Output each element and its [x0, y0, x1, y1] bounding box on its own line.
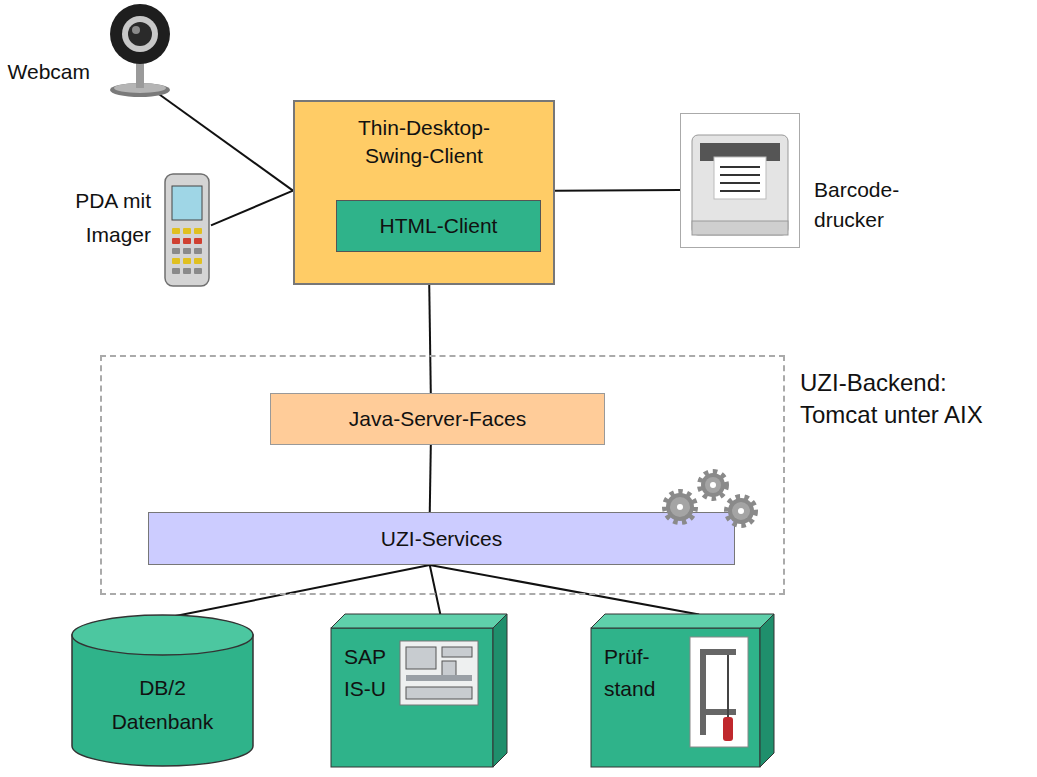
drawing-part: [760, 614, 774, 767]
node-label: Prüf- stand: [604, 641, 668, 705]
node-label: HTML-Client: [380, 212, 498, 240]
drawing-part: [331, 614, 507, 628]
drawing-part: [681, 114, 800, 248]
drawing-part: [700, 709, 736, 715]
drawing-part: [714, 157, 766, 199]
connector: [430, 565, 699, 615]
connector: [429, 285, 431, 393]
drawing-part: [406, 647, 436, 669]
pda-icon: PDA mit Imager: [163, 172, 211, 288]
drawing-part: [493, 614, 507, 767]
drawing-part: [132, 26, 140, 34]
drawing-part: [406, 687, 472, 699]
pda-drawing: [163, 172, 211, 288]
node-label: Barcode- drucker: [814, 175, 924, 235]
node-label: UZI-Services: [381, 525, 502, 553]
node-label: PDA mit Imager: [21, 184, 151, 252]
drawing-part: [692, 135, 788, 235]
drawing-part: [183, 258, 191, 264]
connector: [430, 445, 431, 512]
drawing-part: [194, 258, 202, 264]
database-cylinder: DB/2 Datenbank: [70, 613, 255, 768]
node-label: SAP IS-U: [344, 641, 399, 705]
drawing-part: [172, 268, 180, 274]
node-label: Thin-Desktop- Swing-Client: [339, 114, 509, 170]
drawing-part: [110, 4, 170, 64]
drawing-part: [692, 221, 788, 235]
drawing-part: [194, 268, 202, 274]
printer-drawing: [680, 113, 800, 248]
connector: [175, 565, 429, 616]
drawing-part: [442, 647, 472, 657]
drawing-part: [136, 60, 144, 88]
drawing-part: [194, 248, 202, 254]
drawing-part: [720, 182, 760, 184]
drawing-part: [727, 655, 729, 717]
drawing-part: [122, 16, 158, 52]
gear-hub: [677, 504, 683, 510]
node-label: DB/2 Datenbank: [105, 671, 220, 739]
gear-hub: [710, 482, 716, 488]
drawing-part: [406, 675, 472, 681]
drawing-part: [183, 268, 191, 274]
gear: [670, 497, 690, 517]
drawing-part: [172, 248, 180, 254]
node-label: Webcam: [2, 58, 90, 86]
drawing-part: [690, 637, 748, 747]
printer-icon: Barcode- drucker: [680, 113, 800, 248]
drawing-part: [172, 258, 180, 264]
drawing-part: [183, 238, 191, 244]
drawing-part: [128, 22, 152, 46]
drawing-part: [331, 628, 493, 767]
test-bench-box: Prüf- stand: [590, 613, 775, 768]
drawing-part: [723, 717, 733, 741]
drawing-part: [591, 614, 774, 628]
backend-group: UZI-Backend: Tomcat unter AIXJava-Server…: [100, 355, 785, 595]
drawing-part: [720, 190, 760, 192]
sap-box: SAP IS-U: [330, 613, 508, 768]
webcam-icon: Webcam: [100, 2, 178, 98]
jsf-box: Java-Server-Faces: [270, 393, 605, 445]
drawing-part: [700, 649, 736, 655]
webcam-drawing: [100, 2, 178, 98]
connector: [430, 565, 441, 615]
gear: [701, 473, 725, 497]
gear: [732, 502, 750, 520]
drawing-part: [183, 248, 191, 254]
drawing-part: [194, 228, 202, 234]
services-box: UZI-Services: [148, 512, 735, 565]
gear: [666, 493, 694, 521]
node-label: Java-Server-Faces: [349, 405, 526, 433]
gear-hub: [738, 508, 744, 514]
drawing-part: [720, 174, 760, 176]
gears-icon: [655, 455, 765, 535]
drawing-part: [194, 238, 202, 244]
drawing-part: [165, 174, 209, 286]
drawing-part: [400, 641, 478, 705]
drawing-part: [172, 238, 180, 244]
drawing-part: [172, 186, 202, 220]
connector: [211, 191, 293, 226]
gear: [728, 498, 754, 524]
drawing-part: [183, 228, 191, 234]
client-box: Thin-Desktop- Swing-ClientHTML-Client: [293, 100, 555, 285]
node-label: UZI-Backend: Tomcat unter AIX: [800, 367, 1015, 431]
gear: [705, 477, 721, 493]
drawing-part: [172, 228, 180, 234]
drawing-part: [72, 615, 253, 655]
drawing-part: [591, 628, 760, 767]
connector: [555, 189, 680, 192]
drawing-part: [700, 649, 706, 735]
drawing-part: [720, 166, 760, 168]
html-client-box: HTML-Client: [336, 200, 541, 252]
